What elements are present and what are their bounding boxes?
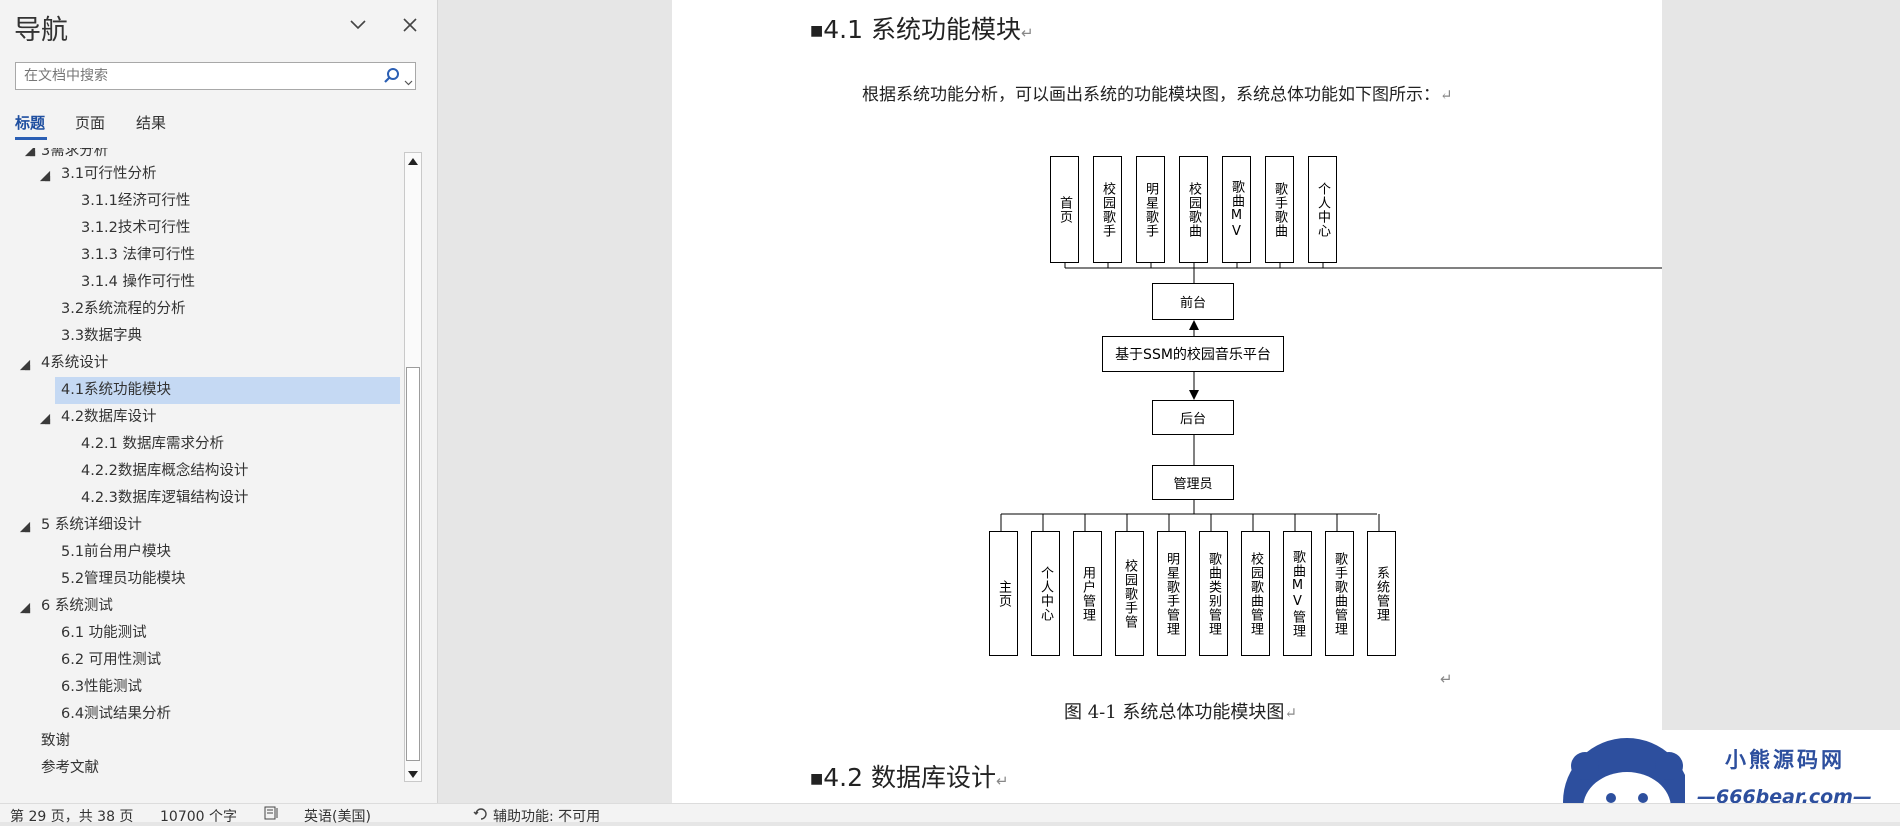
admin-module-box: 个人中心 (1031, 531, 1060, 656)
admin-module-box: 系统管理 (1367, 531, 1396, 656)
tree-item-6-3[interactable]: 6.3性能测试 (61, 679, 143, 695)
status-bar: 第 29 页，共 38 页 10700 个字 英语(美国) 辅助功能: 不可用 (0, 803, 1900, 825)
admin-module-box: 校园歌手管 (1115, 531, 1144, 656)
admin-node-box: 管理员 (1152, 465, 1234, 500)
tree-item-3[interactable]: 3需求分析 (41, 148, 109, 159)
tree-item-6-4[interactable]: 6.4测试结果分析 (61, 706, 172, 722)
search-input[interactable] (16, 63, 372, 89)
expand-triangle-icon[interactable] (39, 170, 51, 182)
nav-scrollbar[interactable] (404, 152, 422, 782)
search-box[interactable] (15, 62, 416, 90)
tree-item-4-2[interactable]: 4.2数据库设计 (61, 409, 157, 425)
tree-item-3-2[interactable]: 3.2系统流程的分析 (61, 301, 186, 317)
tree-item-6[interactable]: 6 系统测试 (41, 598, 113, 614)
tree-item-6-2[interactable]: 6.2 可用性测试 (61, 652, 162, 668)
paragraph-mark: ↵ (1440, 670, 1453, 688)
admin-module-box: 歌曲类别管理 (1199, 531, 1228, 656)
tree-item-acknowledgements[interactable]: 致谢 (41, 733, 70, 749)
tree-item-3-1-1[interactable]: 3.1.1经济可行性 (81, 193, 191, 209)
scroll-down-arrow-icon[interactable] (407, 766, 419, 780)
status-word-count[interactable]: 10700 个字 (160, 809, 237, 825)
chevron-down-icon[interactable] (345, 12, 371, 38)
figure-caption[interactable]: 图 4-1 系统总体功能模块图↵ (1064, 702, 1298, 723)
active-tab-indicator (15, 137, 47, 140)
bear-icon (1563, 738, 1685, 821)
tree-item-3-1[interactable]: 3.1可行性分析 (61, 166, 157, 182)
admin-module-box: 歌曲MV管理 (1283, 531, 1312, 656)
status-page-count[interactable]: 第 29 页，共 38 页 (10, 809, 134, 825)
tree-item-3-1-4[interactable]: 3.1.4 操作可行性 (81, 274, 196, 290)
heading-4-2[interactable]: ■4.2 数据库设计↵ (810, 763, 1009, 792)
tree-item-4[interactable]: 4系统设计 (41, 355, 109, 371)
document-page: ■4.1 系统功能模块↵ 根据系统功能分析，可以画出系统的功能模块图，系统总体功… (672, 0, 1662, 803)
search-options-chevron-icon[interactable] (404, 72, 413, 86)
navigation-pane: 导航 标题 页面 结果 3需求分析 3.1可行性分析 3.1.1经济可行性 3.… (0, 0, 438, 803)
tab-headings[interactable]: 标题 (15, 114, 46, 132)
back-node-box: 后台 (1152, 400, 1234, 435)
tree-item-5-2[interactable]: 5.2管理员功能模块 (61, 571, 186, 587)
admin-module-box: 用户管理 (1073, 531, 1102, 656)
tab-results[interactable]: 结果 (136, 114, 167, 132)
tree-item-5-1[interactable]: 5.1前台用户模块 (61, 544, 172, 560)
heading-tree: 3需求分析 3.1可行性分析 3.1.1经济可行性 3.1.2技术可行性 3.1… (0, 148, 402, 780)
front-module-box: 首页 (1050, 156, 1079, 263)
watermark-site-name: 小熊源码网 (1725, 748, 1845, 772)
heading-4-1[interactable]: ■4.1 系统功能模块↵ (810, 15, 1034, 44)
front-module-box: 明星歌手 (1136, 156, 1165, 263)
search-icon[interactable] (383, 67, 401, 85)
tree-item-4-2-2[interactable]: 4.2.2数据库概念结构设计 (81, 463, 249, 479)
expand-triangle-icon[interactable] (24, 148, 36, 157)
status-language[interactable]: 英语(美国) (304, 809, 371, 825)
front-module-box: 歌手歌曲 (1265, 156, 1294, 263)
accessibility-icon[interactable] (473, 806, 489, 820)
tree-item-4-1[interactable]: 4.1系统功能模块 (55, 377, 400, 404)
root-node-box: 基于SSM的校园音乐平台 (1102, 336, 1284, 372)
watermark-url: —666bear.com— (1697, 786, 1872, 808)
tree-item-3-3[interactable]: 3.3数据字典 (61, 328, 143, 344)
front-module-box: 校园歌曲 (1179, 156, 1208, 263)
tab-pages[interactable]: 页面 (75, 114, 106, 132)
close-icon[interactable] (397, 12, 423, 38)
tree-item-4-2-1[interactable]: 4.2.1 数据库需求分析 (81, 436, 225, 452)
expand-triangle-icon[interactable] (39, 413, 51, 425)
expand-triangle-icon[interactable] (19, 359, 31, 371)
expand-triangle-icon[interactable] (19, 602, 31, 614)
proofing-icon[interactable] (264, 806, 280, 820)
status-accessibility[interactable]: 辅助功能: 不可用 (493, 809, 601, 825)
body-paragraph[interactable]: 根据系统功能分析，可以画出系统的功能模块图，系统总体功能如下图所示：↵ (862, 85, 1453, 105)
tree-item-3-1-2[interactable]: 3.1.2技术可行性 (81, 220, 191, 236)
admin-module-box: 歌手歌曲管理 (1325, 531, 1354, 656)
nav-title: 导航 (14, 15, 68, 46)
scroll-thumb[interactable] (406, 367, 420, 761)
front-node-box: 前台 (1152, 283, 1234, 320)
admin-module-box: 主页 (989, 531, 1018, 656)
admin-module-box: 校园歌曲管理 (1241, 531, 1270, 656)
tree-item-4-2-3[interactable]: 4.2.3数据库逻辑结构设计 (81, 490, 249, 506)
admin-module-box: 明星歌手管理 (1157, 531, 1186, 656)
tree-item-5[interactable]: 5 系统详细设计 (41, 517, 142, 533)
expand-triangle-icon[interactable] (19, 521, 31, 533)
front-module-box: 歌曲MV (1222, 156, 1251, 263)
front-module-box: 校园歌手 (1093, 156, 1122, 263)
scroll-up-arrow-icon[interactable] (407, 154, 419, 168)
tree-item-6-1[interactable]: 6.1 功能测试 (61, 625, 147, 641)
tree-item-references[interactable]: 参考文献 (41, 760, 99, 776)
front-module-box: 个人中心 (1308, 156, 1337, 263)
tree-item-3-1-3[interactable]: 3.1.3 法律可行性 (81, 247, 196, 263)
